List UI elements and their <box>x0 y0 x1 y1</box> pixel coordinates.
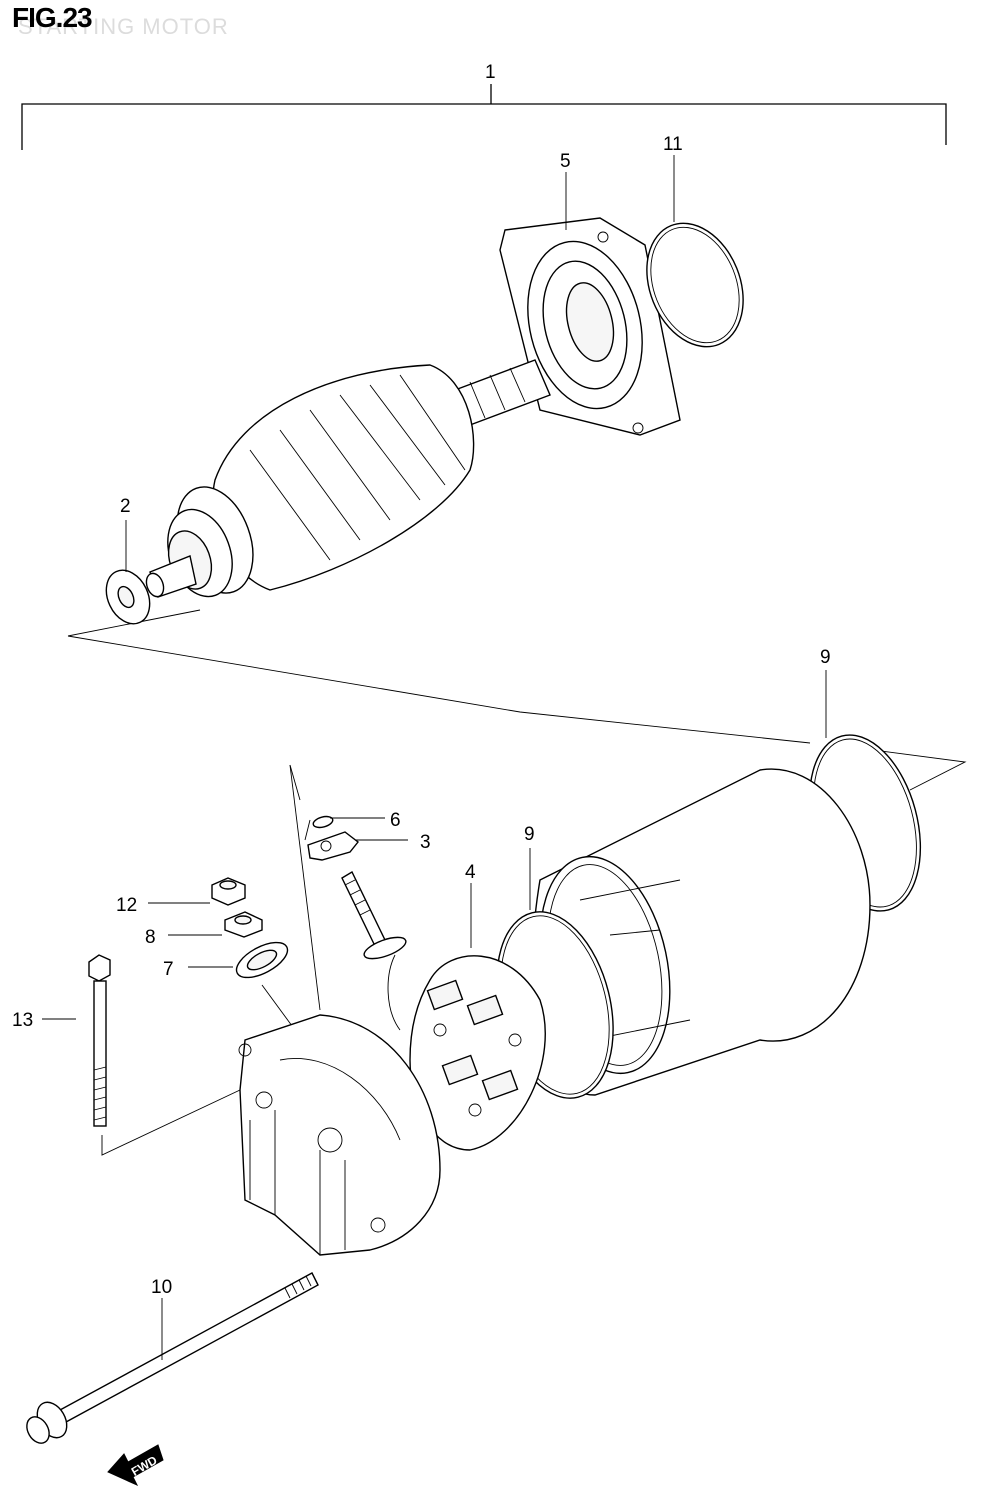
brush-holder-part <box>387 954 546 1151</box>
terminal-cap-part <box>235 941 289 979</box>
callout-9-lower: 9 <box>524 824 535 845</box>
callout-1: 1 <box>485 62 496 83</box>
terminal-bolt-part <box>341 871 407 960</box>
o-ring-part <box>646 222 744 348</box>
assembly-bracket <box>21 84 947 150</box>
lock-washer-part <box>224 911 263 938</box>
leader-lines <box>42 155 827 1360</box>
callout-10: 10 <box>151 1277 172 1298</box>
callout-4: 4 <box>465 862 476 883</box>
washer-part <box>105 569 151 625</box>
end-housing-part <box>499 217 681 436</box>
bolt-part <box>88 954 111 1127</box>
callout-12: 12 <box>116 895 137 916</box>
armature-part <box>145 359 551 598</box>
forward-arrow-icon: FWD <box>107 1444 164 1487</box>
callout-2: 2 <box>120 496 131 517</box>
callout-11: 11 <box>663 134 683 155</box>
callout-labels: 1 2 3 4 5 6 7 8 9 9 10 11 12 13 <box>12 62 831 1298</box>
callout-6: 6 <box>390 810 401 831</box>
small-o-ring-part <box>312 815 334 829</box>
callout-7: 7 <box>163 959 174 980</box>
callout-9-upper: 9 <box>820 647 831 668</box>
callout-8: 8 <box>145 927 156 948</box>
lower-assembly-lines <box>101 764 321 1156</box>
insulator-part <box>307 831 359 861</box>
commutator-bracket-part <box>238 1014 441 1256</box>
through-bolt-part <box>26 1272 319 1444</box>
figure-title: FIG.23 <box>12 2 93 33</box>
figure-subtitle: STARTING MOTOR <box>18 14 229 39</box>
callout-5: 5 <box>560 151 571 172</box>
callout-13: 13 <box>12 1010 33 1031</box>
callout-3: 3 <box>420 832 431 853</box>
nut-part <box>211 877 246 906</box>
